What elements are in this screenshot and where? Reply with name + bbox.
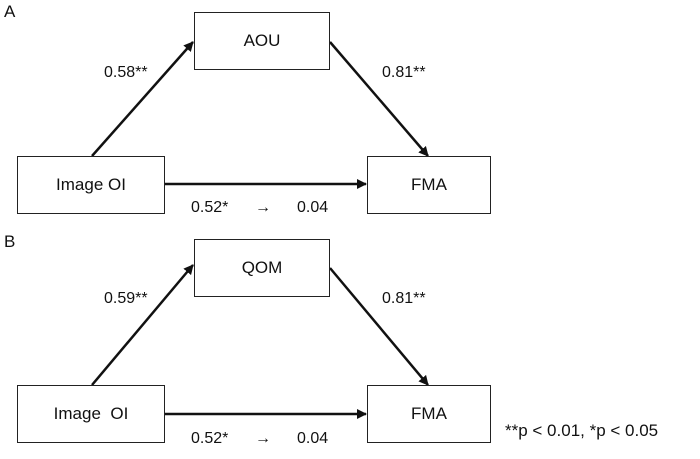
significance-legend: **p < 0.01, *p < 0.05 <box>505 421 659 440</box>
panel-a-label: A <box>4 2 16 21</box>
panel-b-outcome-node: FMA <box>367 385 491 443</box>
edge-b-mediator-to-outcome <box>329 267 429 386</box>
panel-a-direction-arrow-icon: → <box>255 199 271 216</box>
panel-a-predictor-node: Image OI <box>17 156 165 214</box>
panel-b-path-a-coef: 0.59** <box>104 290 148 307</box>
panel-a-path-c-prime-coef: 0.04 <box>297 199 329 216</box>
edge-b-predictor-to-mediator <box>91 264 194 386</box>
panel-b-mediator-node: QOM <box>194 239 330 297</box>
edge-a-predictor-to-mediator <box>91 41 194 157</box>
panel-b-path-c-coef: 0.52* <box>191 430 229 447</box>
panel-b-predictor-node: Image OI <box>17 385 165 443</box>
panel-a-path-a-coef: 0.58** <box>104 64 148 81</box>
panel-a-path-c-coef: 0.52* <box>191 199 229 216</box>
panel-b-direction-arrow-icon: → <box>255 430 271 447</box>
panel-a-mediator-node: AOU <box>194 12 330 70</box>
panel-b-path-b-coef: 0.81** <box>382 290 426 307</box>
panel-a-path-b-coef: 0.81** <box>382 64 426 81</box>
panel-a-outcome-node: FMA <box>367 156 491 214</box>
edge-a-mediator-to-outcome <box>329 41 429 157</box>
panel-b-label: B <box>4 232 16 251</box>
panel-b-path-c-prime-coef: 0.04 <box>297 430 329 447</box>
